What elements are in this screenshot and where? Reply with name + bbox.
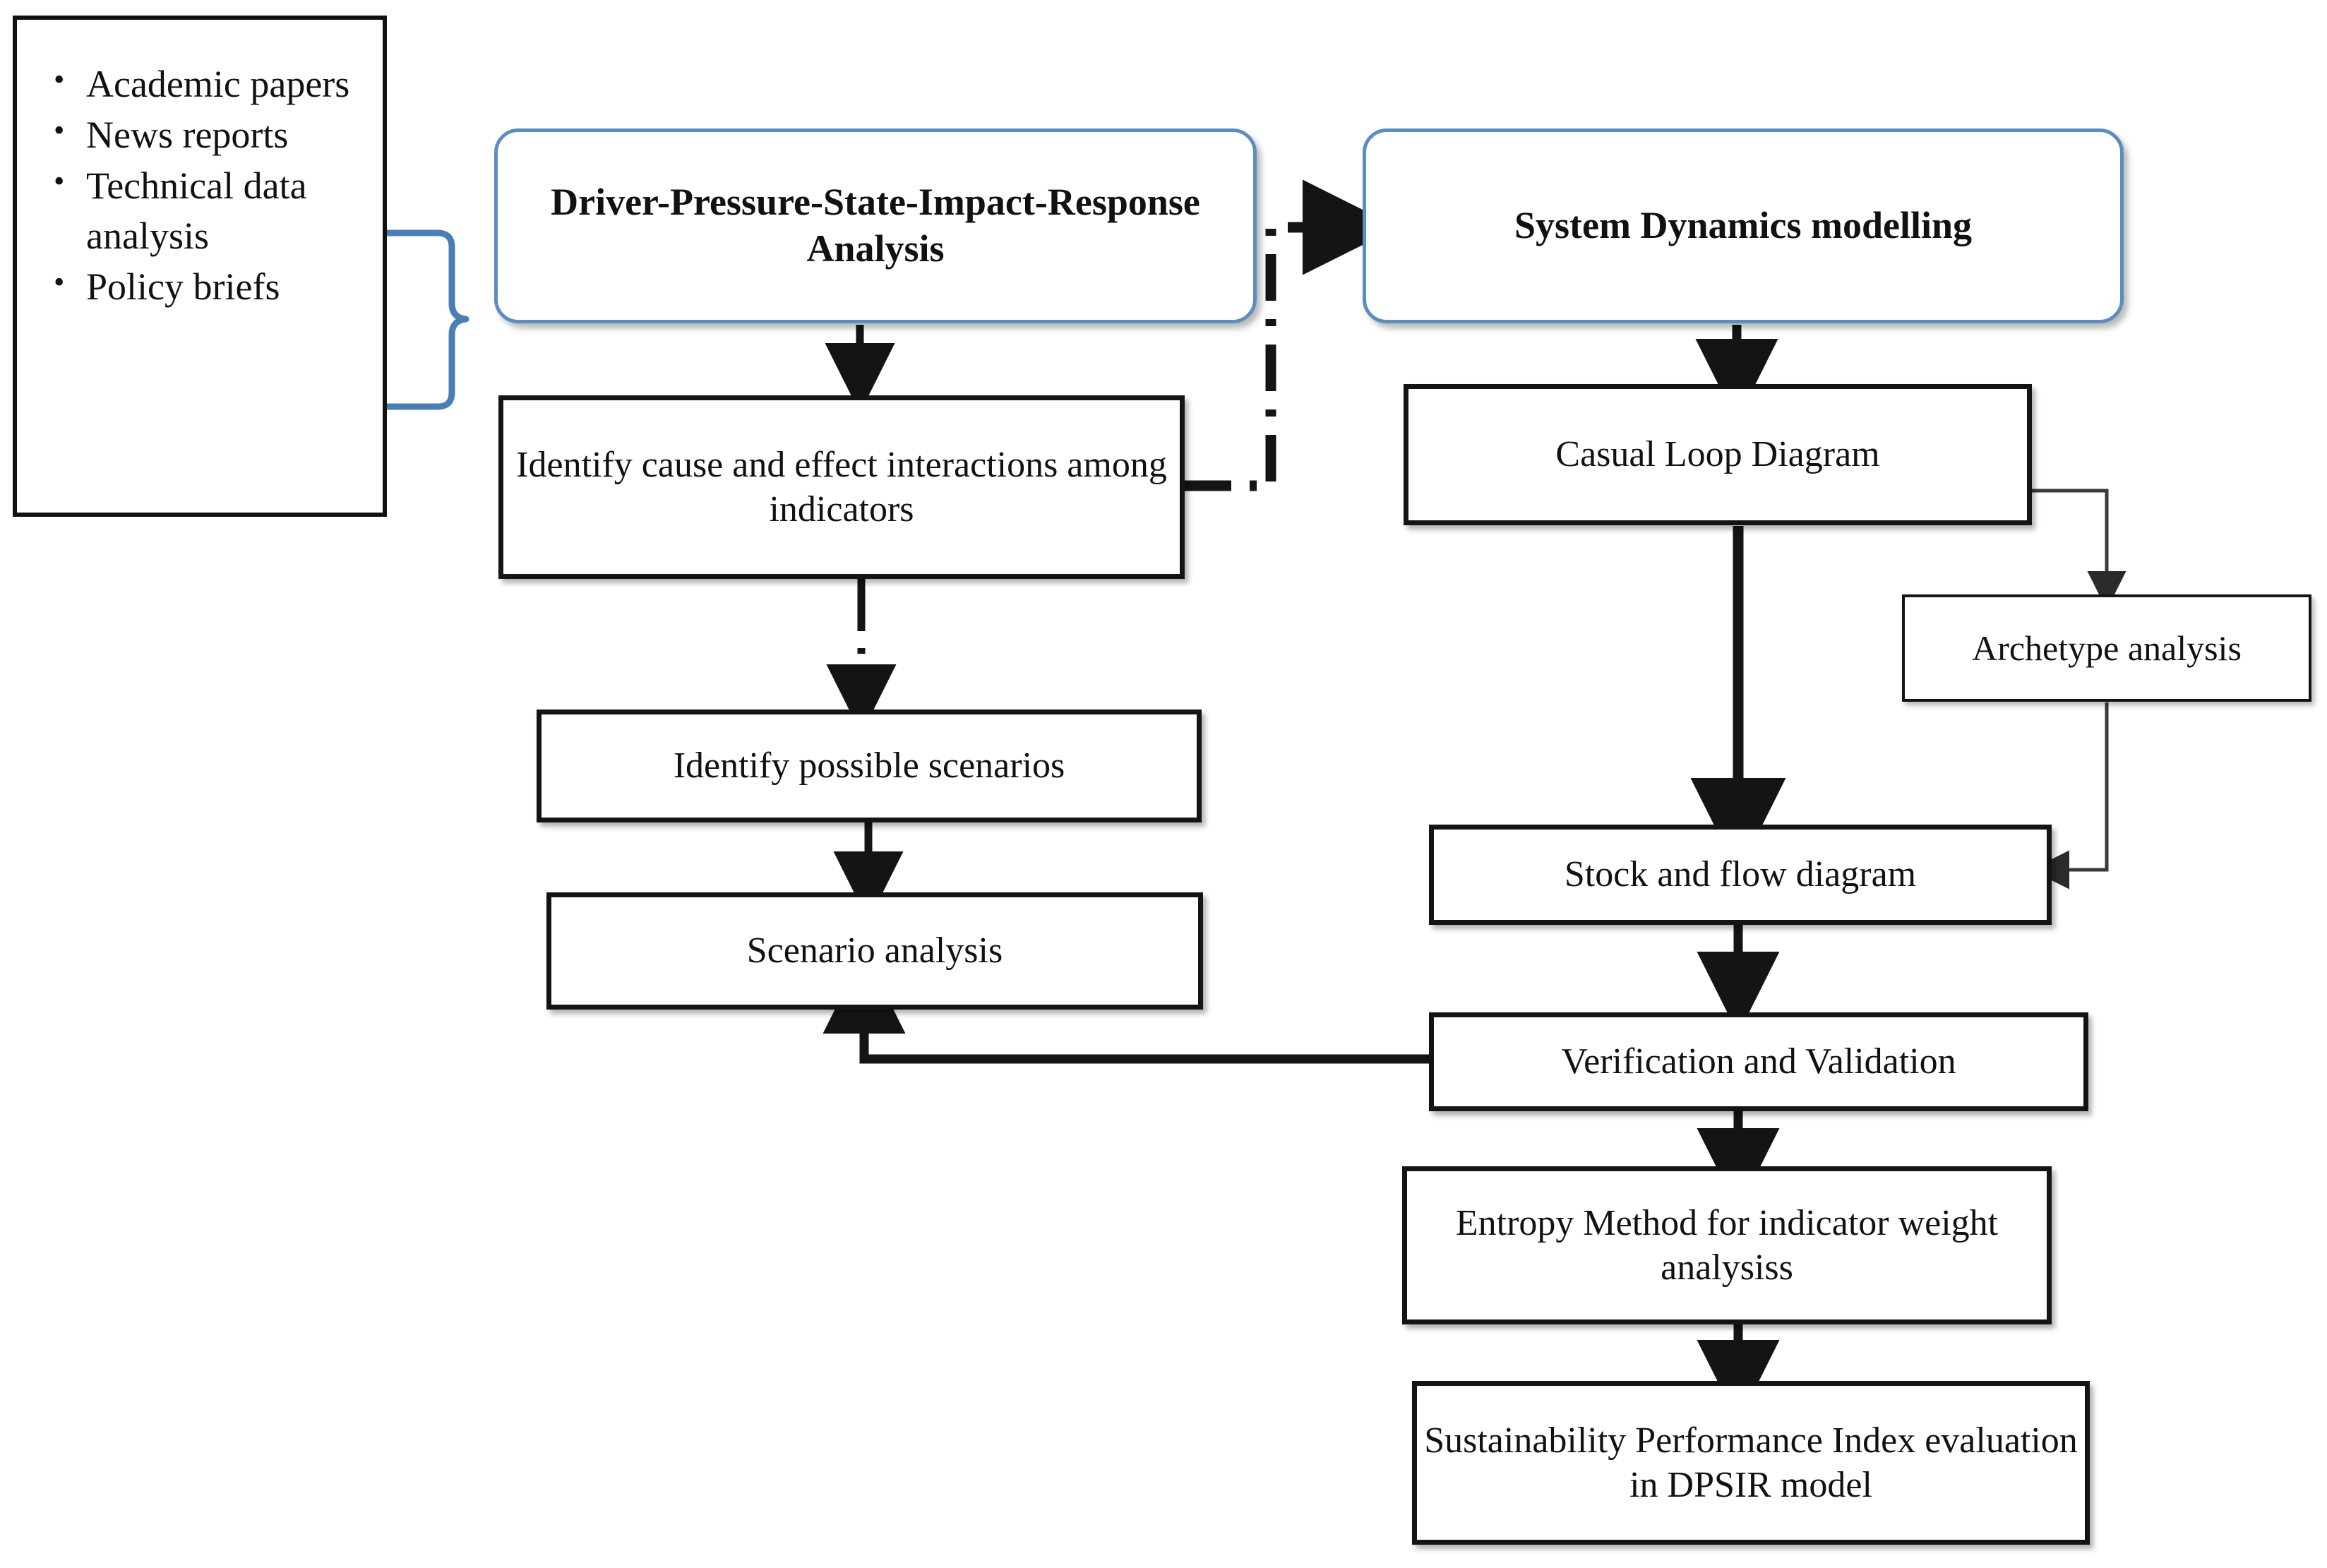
stage-system-dynamics-modelling-label: System Dynamics modelling	[1514, 204, 1972, 247]
box-scenario-analysis[interactable]: Scenario analysis	[546, 892, 1203, 1010]
stage-dpsir-analysis-label: Driver-Pressure-State-Impact-Response An…	[551, 181, 1200, 270]
sources-list: Academic papers News reports Technical d…	[49, 58, 364, 311]
source-item: News reports	[54, 109, 364, 160]
box-entropy-method-label: Entropy Method for indicator weight anal…	[1455, 1202, 1999, 1288]
box-stock-and-flow-diagram[interactable]: Stock and flow diagram	[1429, 825, 2052, 925]
box-sustainability-performance-index[interactable]: Sustainability Performance Index evaluat…	[1412, 1381, 2090, 1545]
stage-dpsir-analysis[interactable]: Driver-Pressure-State-Impact-Response An…	[494, 128, 1257, 323]
source-item: Policy briefs	[54, 261, 364, 311]
box-archetype-analysis[interactable]: Archetype analysis	[1902, 594, 2311, 702]
connector-archetype-to-stock-flow	[2030, 702, 2109, 890]
box-verification-and-validation-label: Verification and Validation	[1561, 1041, 1956, 1082]
box-stock-and-flow-diagram-label: Stock and flow diagram	[1564, 854, 1917, 895]
box-entropy-method[interactable]: Entropy Method for indicator weight anal…	[1402, 1166, 2052, 1324]
box-causal-loop-diagram[interactable]: Casual Loop Diagram	[1404, 384, 2032, 525]
source-item: Academic papers	[54, 58, 364, 109]
box-scenario-analysis-label: Scenario analysis	[746, 930, 1003, 971]
box-identify-scenarios[interactable]: Identify possible scenarios	[537, 710, 1202, 822]
box-verification-and-validation[interactable]: Verification and Validation	[1429, 1012, 2088, 1111]
box-identify-interactions-label: Identify cause and effect interactions a…	[516, 444, 1167, 529]
source-item: Technical data analysis	[54, 160, 364, 260]
connector-sources-to-dpsir	[383, 229, 469, 410]
box-archetype-analysis-label: Archetype analysis	[1972, 628, 2242, 668]
box-causal-loop-diagram-label: Casual Loop Diagram	[1555, 434, 1880, 475]
sources-box: Academic papers News reports Technical d…	[13, 16, 387, 517]
box-identify-interactions[interactable]: Identify cause and effect interactions a…	[498, 395, 1185, 579]
stage-system-dynamics-modelling[interactable]: System Dynamics modelling	[1363, 128, 2124, 323]
connector-causal-loop-to-archetype	[2032, 489, 2126, 610]
box-identify-scenarios-label: Identify possible scenarios	[673, 746, 1065, 786]
box-sustainability-performance-index-label: Sustainability Performance Index evaluat…	[1424, 1420, 2078, 1505]
